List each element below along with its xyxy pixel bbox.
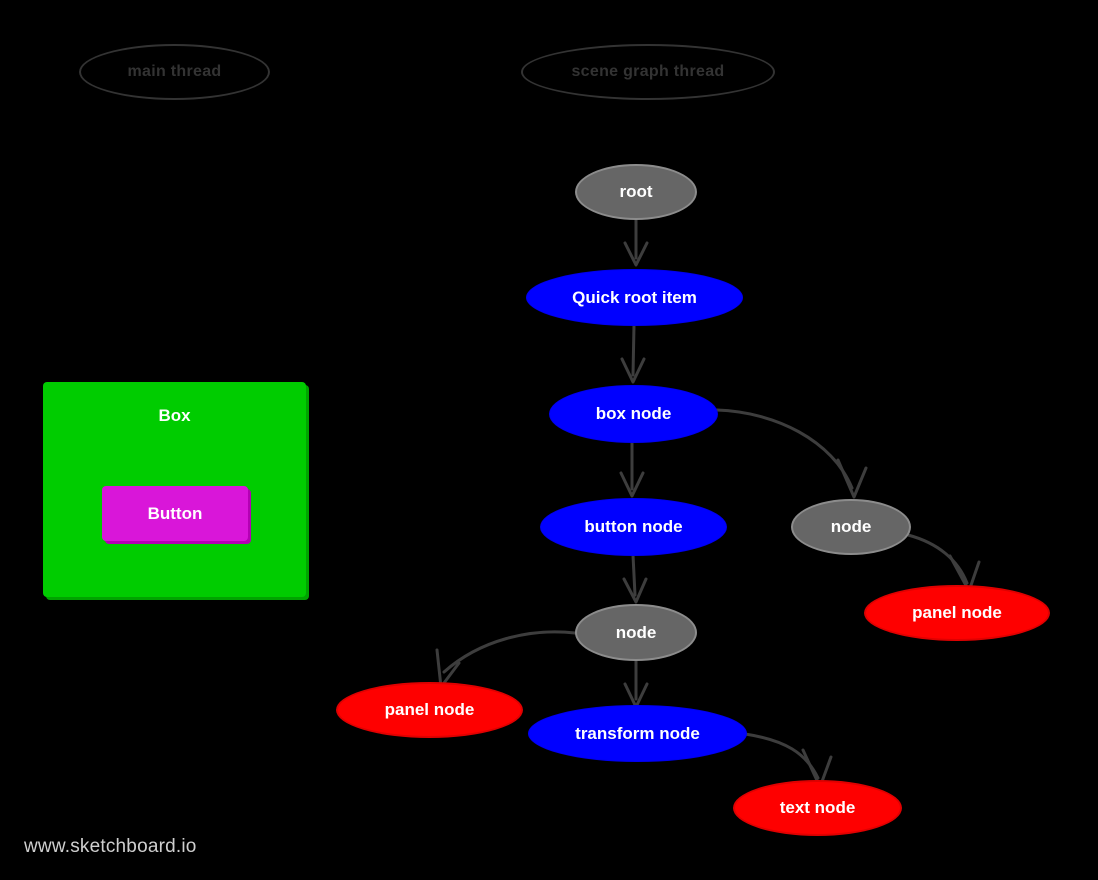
node-quick-root-item[interactable]: Quick root item xyxy=(526,269,743,326)
node-text-node[interactable]: text node xyxy=(733,780,902,836)
node-label: panel node xyxy=(912,603,1002,622)
edge-node-center-to-panel-node-left xyxy=(435,630,577,689)
widget-box[interactable]: Box Button xyxy=(43,382,306,597)
node-label: button node xyxy=(584,517,683,536)
edge-node-center-to-transform-node xyxy=(623,659,649,709)
node-node-right[interactable]: node xyxy=(791,499,911,555)
node-box-node[interactable]: box node xyxy=(549,385,718,443)
widget-box-label: Box xyxy=(158,406,191,425)
node-label: text node xyxy=(779,798,856,817)
node-node-center[interactable]: node xyxy=(575,604,697,661)
node-button-node[interactable]: button node xyxy=(540,498,727,556)
watermark: www.sketchboard.io xyxy=(24,836,197,857)
edge-quick-root-item-to-box-node xyxy=(620,323,646,384)
edge-box-node-to-button-node xyxy=(619,440,645,498)
node-label: box node xyxy=(595,404,672,423)
node-panel-node-left[interactable]: panel node xyxy=(336,682,523,738)
thread-label-text: scene graph thread xyxy=(571,63,725,80)
node-transform-node[interactable]: transform node xyxy=(528,705,747,762)
node-panel-node-right[interactable]: panel node xyxy=(864,585,1050,641)
edge-button-node-to-node-center xyxy=(622,553,648,604)
edge-root-to-quick-root-item xyxy=(623,217,649,267)
node-label: Quick root item xyxy=(572,287,697,307)
node-root[interactable]: root xyxy=(575,164,697,220)
node-label: panel node xyxy=(384,700,475,719)
thread-label-scene-graph-thread: scene graph thread xyxy=(521,44,775,100)
node-label: node xyxy=(830,517,872,536)
node-label: node xyxy=(615,622,657,642)
thread-label-main-thread: main thread xyxy=(79,44,270,100)
widget-button[interactable]: Button xyxy=(102,486,248,541)
widget-button-label: Button xyxy=(147,503,203,523)
edge-box-node-to-node-right xyxy=(715,408,868,499)
node-label: transform node xyxy=(575,723,700,743)
thread-label-text: main thread xyxy=(127,63,222,80)
edge-node-right-to-panel-node-right xyxy=(906,533,981,593)
node-label: root xyxy=(619,182,653,201)
